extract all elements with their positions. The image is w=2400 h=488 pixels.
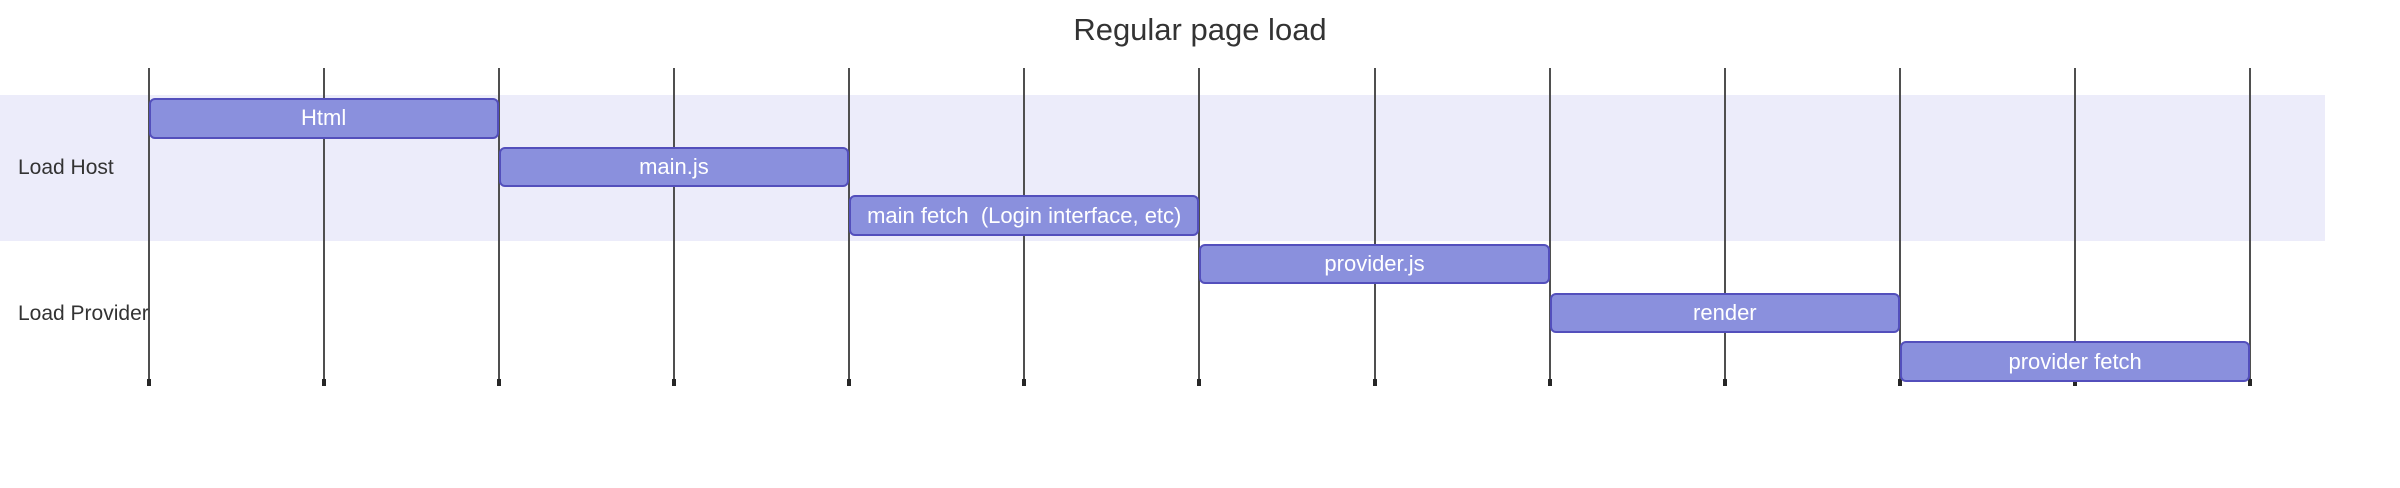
grid-tick [847,379,852,386]
grid-tick [1722,379,1727,386]
task-bar-html: Html [148,98,499,139]
grid-tick [1372,379,1377,386]
grid-line [146,68,151,386]
grid-tick [496,379,501,386]
grid-tick [2248,379,2253,386]
task-bar-main-fetch-login-interface-etc: main fetch (Login interface, etc) [849,195,1200,236]
grid-tick [1197,379,1202,386]
grid-line [1898,68,1902,386]
grid-tick [2073,379,2078,386]
grid-line [2248,68,2253,386]
section-label-load-provider: Load Provider [18,301,149,325]
task-bar-provider-fetch: provider fetch [1900,341,2251,382]
grid-tick [146,379,151,386]
grid-tick [1547,379,1552,386]
task-bar-render: render [1549,292,1900,334]
section-label-load-host: Load Host [18,155,114,179]
task-bar-provider-js: provider.js [1199,243,1550,285]
grid-tick [671,379,676,386]
grid-line [496,68,501,386]
task-bar-main-js: main.js [498,146,850,188]
grid-line [1722,68,1727,386]
grid-tick [321,379,326,386]
grid-line [321,68,326,386]
grid-tick [1022,379,1027,386]
grid-line [671,68,676,386]
grid-line [1197,68,1202,386]
grid-line [2073,68,2078,386]
chart-title: Regular page load [1073,12,1327,47]
grid-line [1547,68,1552,386]
grid-line [1372,68,1377,386]
grid-tick [1898,379,1902,386]
